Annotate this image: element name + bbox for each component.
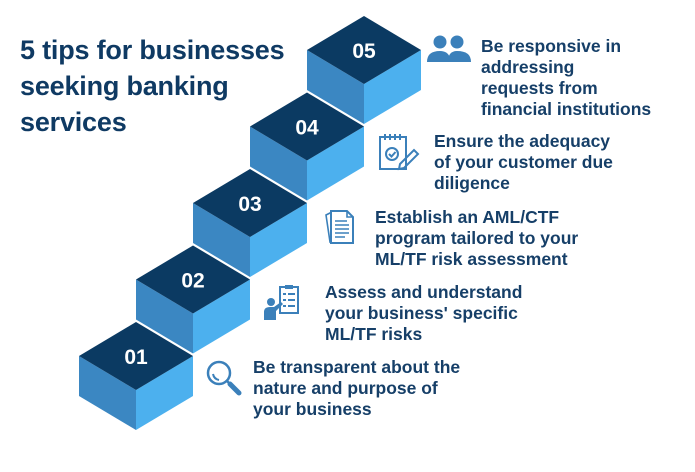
tip-03-text: Establish an AML/CTF program tailored to… xyxy=(375,207,578,270)
step-04: 04 xyxy=(250,92,364,201)
cube-top-face xyxy=(250,92,364,161)
infographic-title: 5 tips for businesses seeking banking se… xyxy=(20,32,285,140)
tip-line: Be transparent about the xyxy=(253,357,461,377)
tip-line: your business' specific xyxy=(325,303,518,323)
tip-line: diligence xyxy=(434,173,510,193)
cube-right-face xyxy=(364,50,421,124)
step-number: 03 xyxy=(238,193,261,216)
cube-right-face xyxy=(307,126,364,201)
checklist-pen-icon xyxy=(379,134,420,171)
tip-line: of your customer due xyxy=(434,152,613,172)
cube-right-face xyxy=(193,279,250,354)
cube-top-face xyxy=(307,16,421,84)
tip-line: Establish an AML/CTF xyxy=(375,207,560,227)
presenter-checklist-icon xyxy=(264,285,299,320)
cube-top-face xyxy=(193,169,307,237)
tip-line: ML/TF risk assessment xyxy=(375,249,568,269)
step-number: 04 xyxy=(295,117,319,140)
tip-line: Ensure the adequacy xyxy=(434,131,611,151)
step-01: 01 xyxy=(79,322,193,430)
tip-line: your business xyxy=(253,399,372,419)
people-icon xyxy=(427,35,471,62)
step-05: 05 xyxy=(307,16,421,124)
tip-04-text: Ensure the adequacy of your customer due… xyxy=(434,131,613,194)
cube-right-face xyxy=(250,203,307,277)
tip-line: program tailored to your xyxy=(375,228,579,248)
tip-02-text: Assess and understand your business' spe… xyxy=(325,282,522,345)
tip-line: nature and purpose of xyxy=(253,378,438,398)
step-number: 05 xyxy=(352,40,376,63)
cube-left-face xyxy=(307,50,364,124)
cube-left-face xyxy=(136,279,193,354)
tip-line: financial institutions xyxy=(481,99,652,119)
title-line: seeking banking xyxy=(20,71,229,101)
tip-line: ML/TF risks xyxy=(325,324,423,344)
cube-top-face xyxy=(136,245,250,314)
step-03: 03 xyxy=(193,169,307,277)
magnifier-icon xyxy=(206,360,242,396)
tip-05-text: Be responsive in addressing requests fro… xyxy=(481,36,651,120)
tip-line: Assess and understand xyxy=(325,282,523,302)
cube-left-face xyxy=(193,203,250,277)
title-line: services xyxy=(20,107,127,137)
tip-line: requests from xyxy=(481,78,598,98)
step-number: 01 xyxy=(124,346,148,369)
step-number: 02 xyxy=(181,270,204,293)
tip-01-text: Be transparent about the nature and purp… xyxy=(253,357,460,420)
cube-left-face xyxy=(250,126,307,201)
cube-top-face xyxy=(79,322,193,390)
cube-right-face xyxy=(136,356,193,430)
step-02: 02 xyxy=(136,245,250,354)
tip-line: addressing xyxy=(481,57,575,77)
tip-line: Be responsive in xyxy=(481,36,622,56)
documents-icon xyxy=(325,210,354,244)
title-line: 5 tips for businesses xyxy=(20,35,285,65)
cube-left-face xyxy=(79,356,136,430)
